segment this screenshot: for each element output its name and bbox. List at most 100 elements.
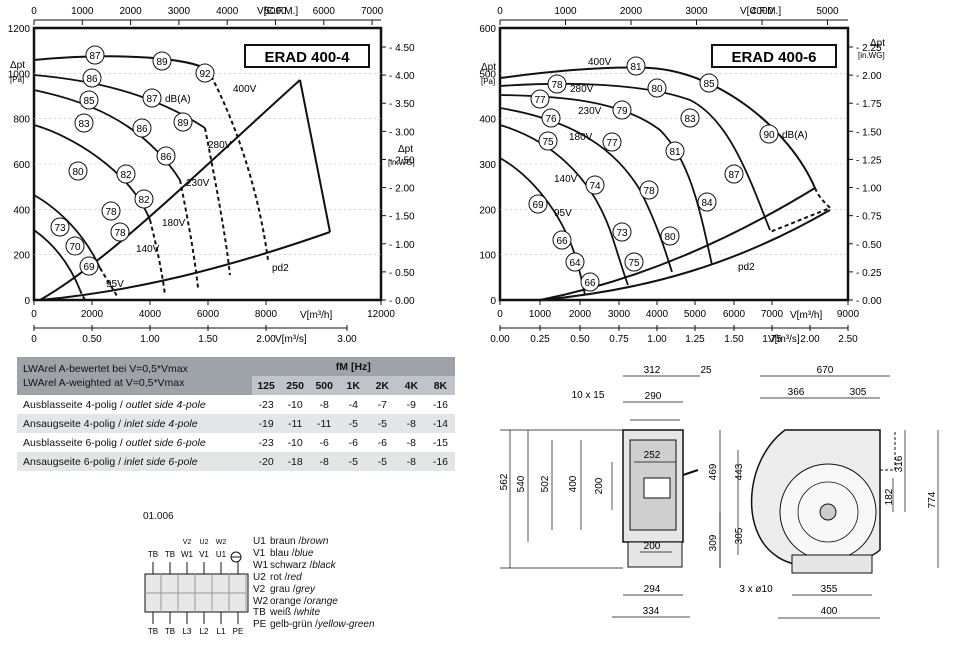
dimension-label: 252 (644, 450, 661, 461)
legend-terminal: V1 (253, 547, 266, 559)
dimension-label: 334 (643, 606, 660, 617)
m3s-tick-label: 1.50 (198, 334, 218, 345)
db-marker (85, 45, 105, 65)
top-tick-label: 4000 (751, 6, 774, 17)
db-value: 82 (120, 170, 132, 181)
cell-value: -23 (258, 398, 274, 411)
db-marker (110, 222, 130, 242)
cell-value: -8 (319, 455, 329, 468)
right-tick-label: - 2.50 (389, 155, 415, 166)
m3s-tick-label: 2.00 (256, 334, 276, 345)
db-value: 82 (138, 195, 150, 206)
row-label-en: inlet side 4-pole (123, 417, 198, 430)
left-tick-label: 0 (24, 296, 30, 307)
right-tick-label: - 1.50 (389, 212, 415, 223)
db-value: 86 (86, 74, 98, 85)
chart2-right-unit: [in.WG] (858, 51, 885, 60)
chart2-x-m3s-label: V[m³/s] (768, 334, 800, 345)
legend-terminal: TB (253, 607, 266, 619)
db-value: 89 (156, 57, 168, 68)
band-header: 4K (404, 379, 419, 392)
db-marker (528, 194, 548, 214)
bottom-tick-label: 5000 (684, 309, 707, 320)
chart1-right-label: Δpt (398, 144, 413, 155)
db-marker (134, 189, 154, 209)
legend-color-en: blue (294, 547, 314, 559)
db-marker (79, 90, 99, 110)
row-label-de: Ansaugseite 4-polig / (23, 417, 124, 430)
left-tick-label: 500 (479, 69, 496, 80)
dimension-label: 502 (540, 475, 551, 492)
db-marker (68, 161, 88, 181)
db-marker (697, 192, 717, 212)
cell-value: -8 (319, 398, 329, 411)
wiring-lines (145, 562, 248, 624)
table-row: Ausblasseite 4-polig / outlet side 4-pol… (17, 395, 455, 414)
db-marker (50, 217, 70, 237)
table-fm-header: fM [Hz] (335, 360, 371, 373)
cell-value: -15 (432, 436, 449, 449)
dimension-label: 443 (734, 463, 745, 480)
m3s-tick-label: 0.75 (609, 334, 629, 345)
db-marker (101, 201, 121, 221)
cell-value: -6 (348, 436, 358, 449)
legend-terminal: W1 (253, 559, 268, 571)
legend-color-de: blau / (270, 547, 295, 559)
dimension-label: 540 (516, 475, 527, 492)
curve-label: 280V (208, 140, 232, 151)
cell-value: -11 (287, 417, 303, 430)
top-sup-label: W2 (216, 539, 227, 546)
dimension-label: 562 (499, 473, 510, 490)
curve-95v-dashed (79, 289, 86, 301)
db-marker (612, 222, 632, 242)
chart2-right-ticks: - 0.00- 0.25- 0.50- 0.75- 1.00- 1.25- 1.… (848, 43, 882, 307)
m3s-tick-label: 0.50 (82, 334, 102, 345)
cell-value: -8 (406, 417, 417, 430)
right-tick-label: - 4.50 (389, 43, 415, 54)
curve-140v (33, 194, 101, 269)
db-marker (585, 175, 605, 195)
legend-color-en: orange (306, 595, 338, 607)
bottom-tick-label: 4000 (139, 309, 162, 320)
curve2-230v (499, 94, 713, 266)
m3s-tick-label: 1.00 (647, 334, 667, 345)
cell-value: -6 (377, 436, 387, 449)
cell-value: -5 (377, 455, 387, 468)
top-sup-label: U2 (200, 539, 209, 546)
db-marker (195, 63, 215, 83)
band-header: 8K (433, 379, 448, 392)
table-row: Ausblasseite 6-polig / outlet side 6-pol… (17, 433, 455, 452)
dimension-label: 400 (568, 475, 579, 492)
chart1-x-m3h-label: V[m³/h] (300, 310, 332, 321)
pd2-curve2 (539, 209, 831, 301)
top-tick-label: 3000 (685, 6, 708, 17)
cell-value: -8 (406, 436, 417, 449)
top-tick-label: 7000 (361, 6, 384, 17)
db-value: 78 (643, 186, 655, 197)
legend-color-de: orange / (270, 595, 307, 607)
row-label-en: inlet side 6-pole (123, 455, 198, 468)
table-title-de: LWArel A-bewertet bei V=0,5*Vmax (23, 363, 188, 375)
bottom-tick-label: 9000 (837, 309, 860, 320)
db-value: 70 (69, 242, 81, 253)
db-value: 79 (616, 106, 628, 117)
db-value: 81 (669, 147, 681, 158)
bottom-tick-label: 0 (31, 309, 37, 320)
chart2-top-axis-label: V[C.F.M.] (740, 6, 781, 17)
cell-value: -7 (377, 398, 387, 411)
db-marker (759, 124, 779, 144)
cell-value: -18 (287, 455, 303, 468)
legend-color-de: schwarz / (270, 559, 313, 571)
db-value: 73 (54, 223, 66, 234)
wiring-code: 01.006 (143, 511, 174, 522)
db-marker (132, 118, 152, 138)
side-dim-lines (500, 375, 700, 618)
side-view-cable (682, 469, 699, 476)
